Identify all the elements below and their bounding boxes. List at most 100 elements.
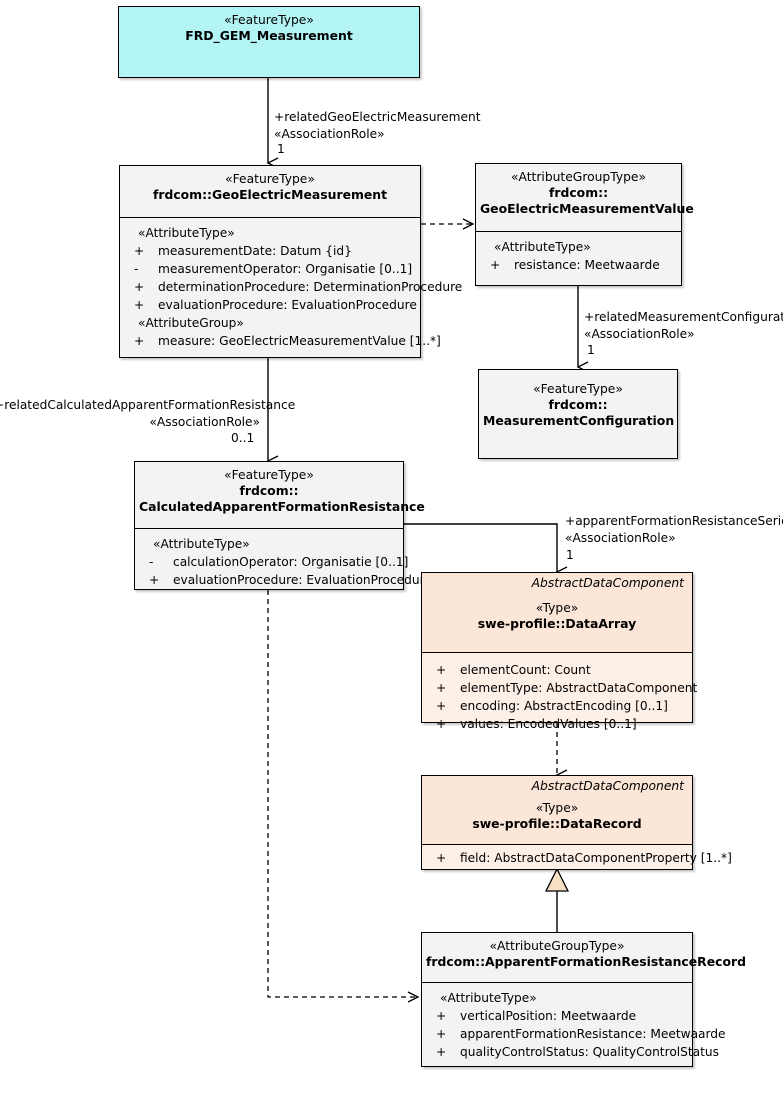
visibility: +	[436, 663, 447, 677]
connector-calcafr-to-record	[267, 590, 420, 1003]
attribute-text: evaluationProcedure: EvaluationProcedure	[173, 573, 432, 587]
class-name-line1: frdcom::	[548, 185, 609, 200]
attribute-text: encoding: AbstractEncoding [0..1]	[460, 699, 668, 713]
class-name-line2: CalculatedApparentFormationResistance	[139, 499, 425, 514]
visibility: +	[436, 1009, 447, 1023]
class-measurement-configuration[interactable]: «FeatureType» frdcom:: MeasurementConfig…	[478, 369, 678, 459]
attribute-row: + determinationProcedure: DeterminationP…	[124, 278, 462, 296]
connector-generalization-to-datarecord	[544, 867, 570, 932]
class-calculated-apparent-formation-resistance[interactable]: «FeatureType» frdcom:: CalculatedApparen…	[134, 461, 432, 590]
attribute-row: + evaluationProcedure: EvaluationProcedu…	[124, 296, 417, 314]
class-attributes: «AttributeType» + verticalPosition: Meet…	[422, 982, 726, 1068]
attribute-text: elementType: AbstractDataComponent	[460, 681, 698, 695]
class-name: swe-profile::DataArray	[477, 616, 637, 631]
role-name: +relatedGeoElectricMeasurement	[274, 110, 481, 124]
class-name: swe-profile::DataRecord	[472, 816, 642, 831]
visibility: +	[436, 1027, 447, 1041]
class-header: «FeatureType» FRD_GEM_Measurement	[119, 7, 419, 51]
edge-label-related-measurement-configuration: +relatedMeasurementConfiguration «Associ…	[584, 309, 783, 343]
visibility: +	[436, 851, 447, 865]
role-name: +relatedMeasurementConfiguration	[584, 310, 783, 324]
visibility: +	[134, 244, 145, 258]
role-name: +apparentFormationResistanceSeries	[565, 514, 783, 528]
attribute-text: verticalPosition: Meetwaarde	[460, 1009, 637, 1023]
multiplicity-apparent-formation-resistance-series: 1	[566, 548, 574, 562]
class-data-array[interactable]: AbstractDataComponent «Type» swe-profile…	[421, 572, 697, 731]
class-stereotype: «FeatureType»	[533, 382, 623, 396]
class-attributes: «AttributeType» - calculationOperator: O…	[135, 528, 432, 596]
attribute-group-label: «AttributeType»	[153, 537, 250, 551]
class-apparent-formation-resistance-record[interactable]: «AttributeGroupType» frdcom::ApparentFor…	[421, 932, 746, 1068]
edge-label-apparent-formation-resistance-series: +apparentFormationResistanceSeries «Asso…	[565, 513, 783, 547]
attribute-text: field: AbstractDataComponentProperty [1.…	[460, 851, 732, 865]
visibility: +	[436, 717, 447, 731]
attribute-row: + evaluationProcedure: EvaluationProcedu…	[139, 571, 432, 589]
attribute-text: evaluationProcedure: EvaluationProcedure	[158, 298, 417, 312]
visibility: +	[134, 334, 145, 348]
attribute-text: apparentFormationResistance: Meetwaarde	[460, 1027, 726, 1041]
class-attributes: + field: AbstractDataComponentProperty […	[422, 844, 732, 874]
visibility: +	[134, 280, 145, 294]
connector-apparent-formation-resistance-series	[404, 523, 568, 578]
attribute-row: + elementCount: Count	[426, 661, 688, 679]
class-name: FRD_GEM_Measurement	[185, 28, 353, 43]
class-attributes: «AttributeType» + resistance: Meetwaarde	[476, 231, 681, 281]
visibility: -	[134, 262, 139, 276]
attribute-row: + qualityControlStatus: QualityControlSt…	[426, 1043, 719, 1061]
class-name: frdcom::GeoElectricMeasurement	[152, 187, 388, 202]
class-name-line1: frdcom::	[239, 483, 299, 498]
attribute-text: determinationProcedure: DeterminationPro…	[158, 280, 463, 294]
class-geoelectric-measurement-value[interactable]: «AttributeGroupType» frdcom:: GeoElectri…	[475, 163, 694, 286]
class-stereotype: «FeatureType»	[225, 172, 315, 186]
visibility: +	[149, 573, 160, 587]
class-geoelectric-measurement[interactable]: «FeatureType» frdcom::GeoElectricMeasure…	[119, 165, 462, 358]
class-data-record[interactable]: AbstractDataComponent «Type» swe-profile…	[421, 775, 732, 870]
role-stereotype: «AssociationRole»	[149, 415, 260, 429]
visibility: +	[490, 258, 501, 272]
abstract-parent-name: AbstractDataComponent	[531, 576, 684, 590]
attribute-group-label: «AttributeGroup»	[138, 316, 244, 330]
class-name-line1: frdcom::	[548, 397, 608, 412]
attribute-row: + field: AbstractDataComponentProperty […	[426, 849, 732, 867]
attribute-row: + apparentFormationResistance: Meetwaard…	[426, 1025, 726, 1043]
attribute-text: measurementDate: Datum {id}	[158, 244, 352, 258]
edge-label-related-calculated-apparent-formation-resistance: +relatedCalculatedApparentFormationResis…	[0, 397, 296, 431]
class-header: «FeatureType» frdcom:: CalculatedApparen…	[135, 462, 425, 528]
role-stereotype: «AssociationRole»	[584, 327, 695, 341]
attribute-group-label: «AttributeType»	[494, 240, 591, 254]
visibility: +	[134, 298, 145, 312]
attribute-text: resistance: Meetwaarde	[514, 258, 660, 272]
class-stereotype: «AttributeGroupType»	[489, 939, 625, 953]
class-stereotype: «FeatureType»	[224, 468, 314, 482]
attribute-row: - measurementOperator: Organisatie [0..1…	[124, 260, 416, 278]
attribute-row: - calculationOperator: Organisatie [0..1…	[139, 553, 408, 571]
class-attributes: + elementCount: Count + elementType: Abs…	[422, 652, 697, 740]
class-stereotype: «Type»	[535, 601, 579, 615]
class-frd-gem-measurement[interactable]: «FeatureType» FRD_GEM_Measurement	[118, 6, 420, 78]
class-attributes: «AttributeType» + measurementDate: Datum…	[120, 217, 462, 357]
class-header: AbstractDataComponent «Type» swe-profile…	[422, 776, 692, 844]
class-header: AbstractDataComponent «Type» swe-profile…	[422, 573, 692, 652]
attribute-group-label: «AttributeType»	[138, 226, 235, 240]
attribute-text: measurementOperator: Organisatie [0..1]	[158, 262, 413, 276]
attribute-text: measure: GeoElectricMeasurementValue [1.…	[158, 334, 441, 348]
edge-label-related-geoelectric-measurement: +relatedGeoElectricMeasurement «Associat…	[274, 109, 481, 143]
class-header: «FeatureType» frdcom:: MeasurementConfig…	[479, 370, 677, 436]
role-stereotype: «AssociationRole»	[565, 531, 676, 545]
visibility: +	[436, 1045, 447, 1059]
class-stereotype: «FeatureType»	[224, 13, 314, 27]
visibility: +	[436, 681, 447, 695]
class-header: «FeatureType» frdcom::GeoElectricMeasure…	[120, 166, 420, 217]
attribute-text: elementCount: Count	[460, 663, 591, 677]
abstract-parent-name: AbstractDataComponent	[531, 779, 684, 793]
visibility: +	[436, 699, 447, 713]
multiplicity-related-measurement-configuration: 1	[587, 343, 595, 357]
role-stereotype: «AssociationRole»	[274, 127, 385, 141]
class-header: «AttributeGroupType» frdcom:: GeoElectri…	[476, 164, 694, 231]
class-header: «AttributeGroupType» frdcom::ApparentFor…	[422, 933, 746, 982]
role-name: +relatedCalculatedApparentFormationResis…	[0, 398, 296, 412]
class-name: frdcom::ApparentFormationResistanceRecor…	[426, 954, 746, 969]
class-stereotype: «Type»	[535, 801, 579, 815]
class-stereotype: «AttributeGroupType»	[510, 170, 647, 184]
attribute-text: qualityControlStatus: QualityControlStat…	[460, 1045, 720, 1059]
